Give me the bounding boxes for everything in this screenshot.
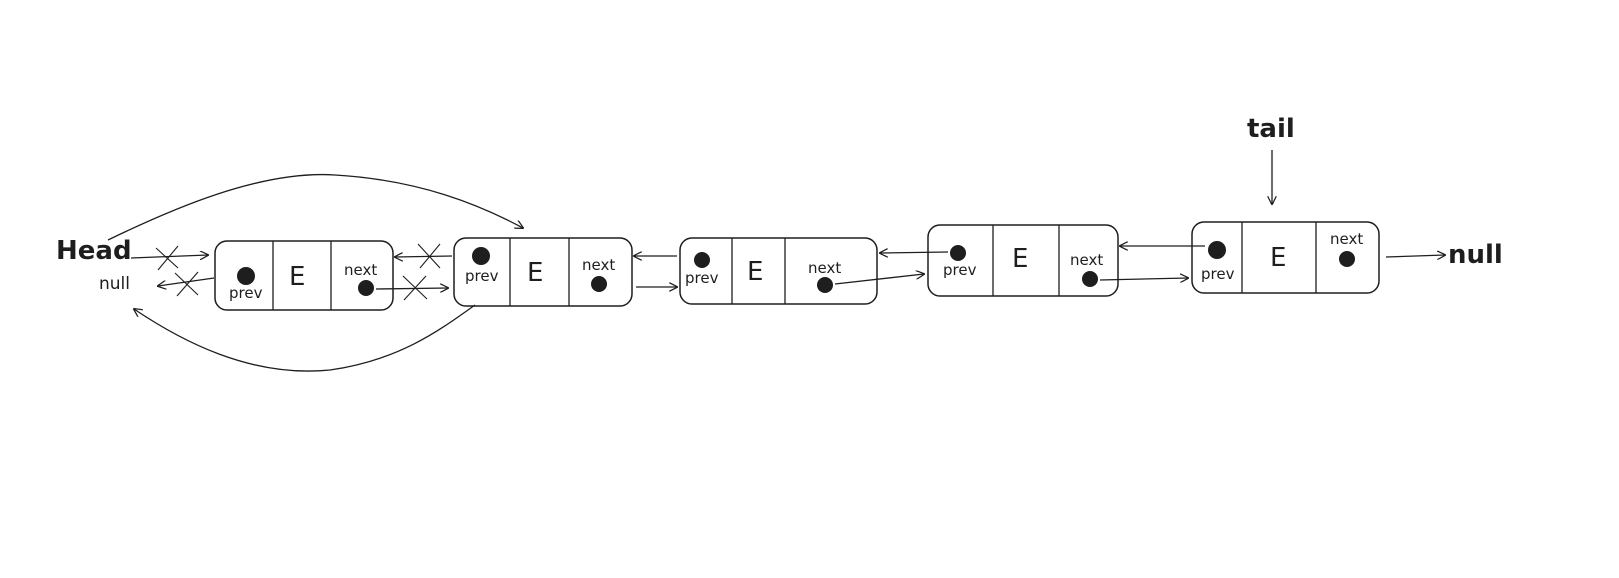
next-label: next bbox=[1330, 230, 1363, 248]
next-pointer-dot bbox=[1082, 271, 1098, 287]
node1-prev-to-null-arrow bbox=[158, 277, 215, 286]
value-label: E bbox=[1012, 244, 1028, 274]
node4-prev-to-node3-arrow bbox=[880, 252, 949, 253]
prev-label: prev bbox=[685, 269, 719, 287]
node-4: prev E next bbox=[927, 224, 1119, 297]
cross-mark bbox=[157, 245, 179, 271]
prev-pointer-dot bbox=[472, 247, 490, 265]
value-label: E bbox=[1270, 243, 1286, 273]
prev-pointer-dot bbox=[950, 245, 966, 261]
cross-mark bbox=[403, 275, 427, 301]
cross-mark bbox=[417, 243, 441, 269]
cross-mark bbox=[176, 271, 199, 297]
next-label: next bbox=[808, 259, 841, 277]
next-pointer-dot bbox=[817, 277, 833, 293]
tail-label: tail bbox=[1247, 114, 1295, 144]
node2-prev-to-null-curve bbox=[134, 304, 476, 372]
cross-mark bbox=[419, 243, 441, 269]
next-to-null-arrow bbox=[1385, 255, 1445, 257]
node1-next-to-node2-arrow bbox=[375, 288, 448, 289]
node-1: prev E next bbox=[214, 240, 394, 311]
prev-label: prev bbox=[943, 261, 977, 279]
next-pointer-dot bbox=[591, 276, 607, 292]
prev-label: prev bbox=[1201, 265, 1235, 283]
prev-pointer-dot bbox=[694, 252, 710, 268]
next-label: next bbox=[1070, 251, 1103, 269]
next-label: next bbox=[344, 261, 377, 279]
cross-mark bbox=[174, 272, 199, 296]
value-label: E bbox=[747, 257, 763, 287]
null-right-label: null bbox=[1448, 240, 1503, 270]
node-5: prev E next bbox=[1191, 221, 1380, 294]
node-3: prev E next bbox=[679, 237, 878, 305]
node3-next-to-node4-arrow bbox=[834, 274, 924, 285]
null-left-label: null bbox=[99, 274, 130, 294]
head-to-node2-curve bbox=[107, 173, 523, 241]
node4-next-to-node5-arrow bbox=[1099, 278, 1188, 280]
cross-mark bbox=[155, 247, 179, 269]
next-pointer-dot bbox=[1339, 251, 1355, 267]
head-label: Head bbox=[56, 236, 132, 266]
value-label: E bbox=[527, 258, 543, 288]
value-label: E bbox=[289, 262, 305, 292]
node2-prev-to-node1-arrow bbox=[395, 256, 453, 257]
prev-pointer-dot bbox=[237, 267, 255, 285]
prev-pointer-dot bbox=[1208, 241, 1226, 259]
prev-label: prev bbox=[465, 267, 499, 285]
prev-label: prev bbox=[229, 284, 263, 302]
node-2: prev E next bbox=[453, 237, 633, 307]
next-pointer-dot bbox=[358, 280, 374, 296]
next-label: next bbox=[582, 256, 615, 274]
